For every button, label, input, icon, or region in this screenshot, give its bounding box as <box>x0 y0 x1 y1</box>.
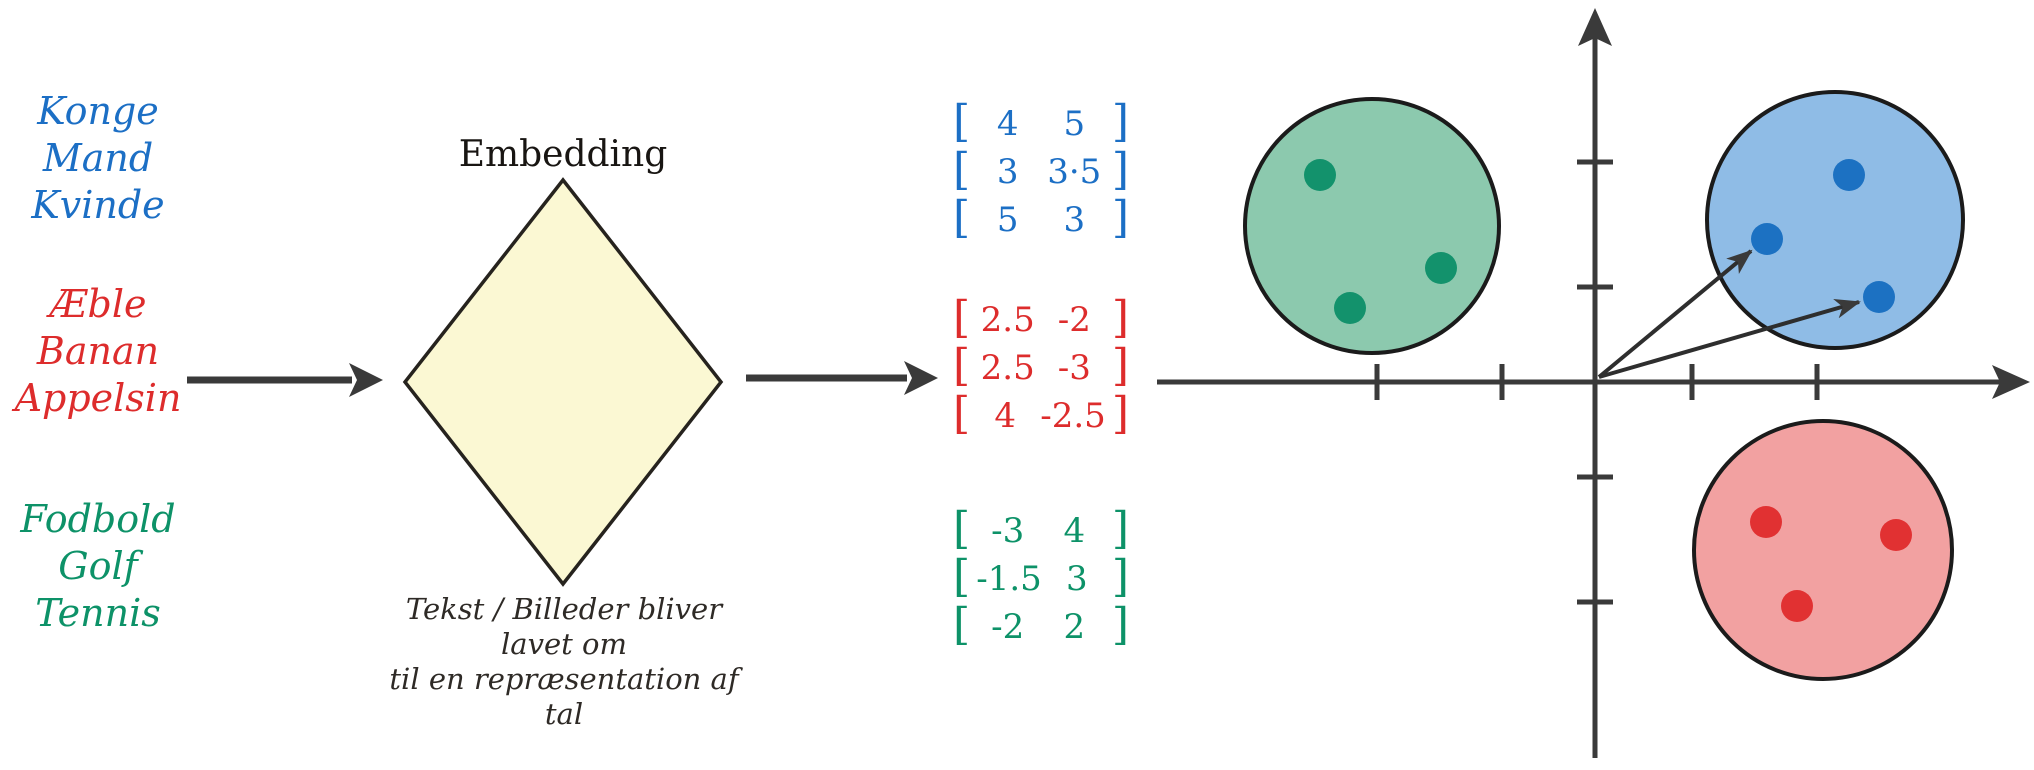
vector-row-blue-1: [ 4 5 ] <box>953 96 1129 147</box>
word-kvinde: Kvinde <box>31 183 165 227</box>
blue-cluster <box>1705 90 1965 350</box>
embedding-caption-line-2: til en repræsentation af tal <box>389 662 739 731</box>
bracket-open: [ <box>953 144 971 195</box>
vector-row-red-3: [ 4 -2.5 ] <box>953 388 1129 439</box>
red-point-3 <box>1781 590 1813 622</box>
bracket-close: ] <box>1111 388 1129 439</box>
bracket-close: ] <box>1111 96 1129 147</box>
vector-group-green: [ -3 4 ] [ -1.5 3 ] [ -2 2 ] <box>945 507 1137 651</box>
vector-row-green-1: [ -3 4 ] <box>953 503 1129 554</box>
bracket-close: ] <box>1111 292 1129 343</box>
word-mand: Mand <box>42 136 154 180</box>
word-group-fruits: Æble Banan Appelsin <box>0 281 196 422</box>
word-appelsin: Appelsin <box>14 376 182 420</box>
embedding-diamond <box>402 177 724 587</box>
vector-row-green-2: [ -1.5 3 ] <box>953 551 1129 602</box>
bracket-open: [ <box>953 292 971 343</box>
bracket-open: [ <box>953 192 971 243</box>
blue-point-2 <box>1751 223 1783 255</box>
vector-row-red-2: [ 2.5 -3 ] <box>953 340 1129 391</box>
bracket-open: [ <box>953 551 971 602</box>
word-tennis: Tennis <box>35 591 161 635</box>
bracket-open: [ <box>953 388 971 439</box>
embedding-title: Embedding <box>458 134 668 175</box>
green-cluster-circle <box>1243 97 1501 355</box>
output-arrow <box>746 361 938 395</box>
red-point-1 <box>1750 506 1782 538</box>
bracket-close: ] <box>1111 551 1129 602</box>
green-point-2 <box>1425 252 1457 284</box>
origin-vector-arrow-1 <box>1597 249 1753 379</box>
embedding-caption-line-1: Tekst / Billeder bliver lavet om <box>405 592 723 661</box>
origin-vector-arrow-2 <box>1598 299 1861 379</box>
blue-cluster-circle <box>1705 90 1965 350</box>
bracket-close: ] <box>1111 144 1129 195</box>
vector-group-blue: [ 4 5 ] [ 3 3·5 ] [ 5 3 ] <box>945 100 1137 244</box>
word-banan: Banan <box>36 329 160 373</box>
blue-point-3 <box>1863 281 1895 313</box>
bracket-open: [ <box>953 503 971 554</box>
bracket-open: [ <box>953 96 971 147</box>
red-point-2 <box>1880 519 1912 551</box>
x-axis-arrowhead <box>1992 365 2030 399</box>
red-cluster <box>1692 419 1954 681</box>
embedding-caption: Tekst / Billeder bliver lavet om til en … <box>383 592 745 732</box>
vector-row-red-1: [ 2.5 -2 ] <box>953 292 1129 343</box>
vector-row-blue-3: [ 5 3 ] <box>953 192 1129 243</box>
blue-point-1 <box>1833 159 1865 191</box>
bracket-close: ] <box>1111 340 1129 391</box>
word-group-sports: Fodbold Golf Tennis <box>0 496 196 637</box>
vector-group-red: [ 2.5 -2 ] [ 2.5 -3 ] [ 4 -2.5 ] <box>945 296 1137 440</box>
bracket-open: [ <box>953 599 971 650</box>
word-golf: Golf <box>58 544 138 588</box>
vector-row-blue-2: [ 3 3·5 ] <box>953 144 1129 195</box>
y-axis-arrowhead <box>1578 8 1612 46</box>
input-arrow <box>187 363 383 397</box>
bracket-close: ] <box>1111 503 1129 554</box>
red-cluster-circle <box>1692 419 1954 681</box>
green-point-3 <box>1334 292 1366 324</box>
bracket-open: [ <box>953 340 971 391</box>
vector-row-green-3: [ -2 2 ] <box>953 599 1129 650</box>
word-group-people: Konge Mand Kvinde <box>0 88 196 229</box>
green-cluster <box>1243 97 1501 355</box>
green-point-1 <box>1304 159 1336 191</box>
bracket-close: ] <box>1111 599 1129 650</box>
word-aeble: Æble <box>49 282 147 326</box>
coordinate-axes <box>1157 8 2030 758</box>
bracket-close: ] <box>1111 192 1129 243</box>
word-fodbold: Fodbold <box>20 497 176 541</box>
word-konge: Konge <box>37 89 159 133</box>
